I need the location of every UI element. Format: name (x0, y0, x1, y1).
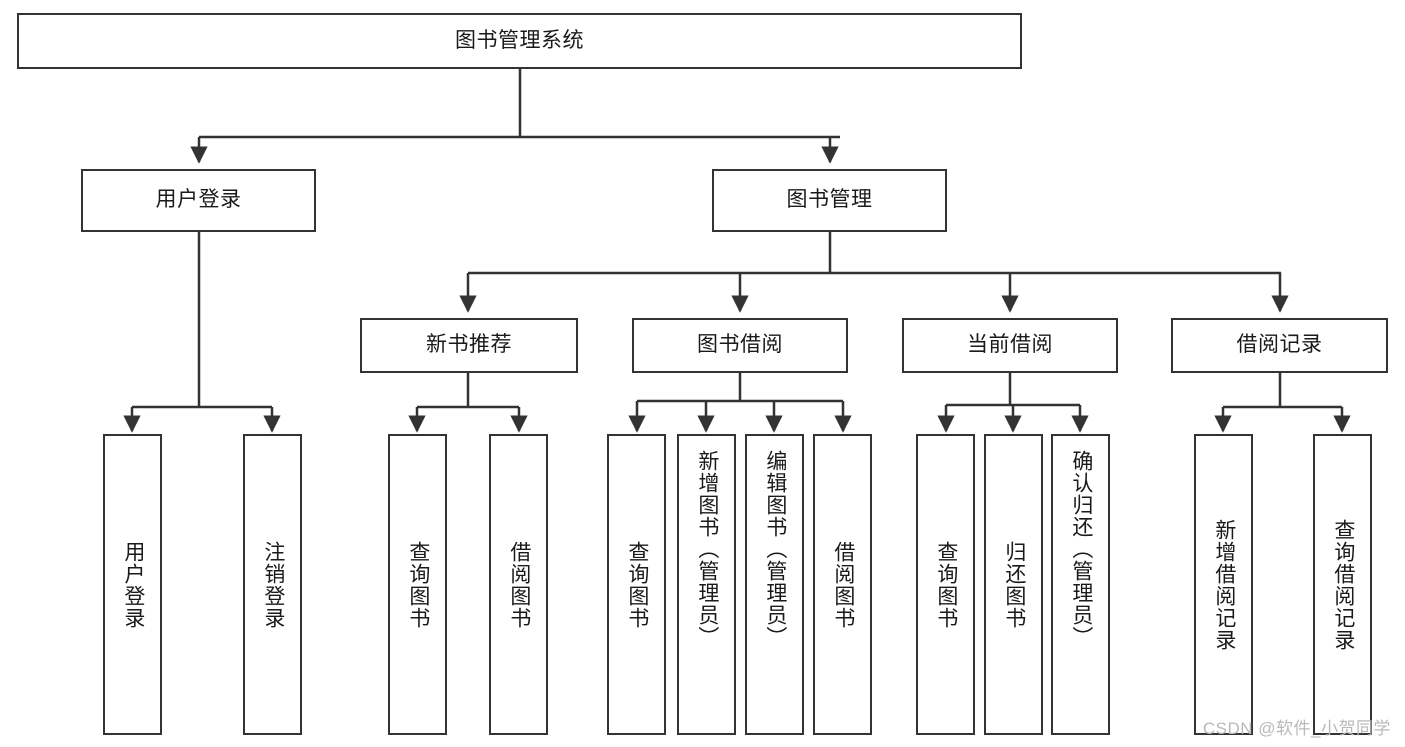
leaf-borrow-record-add[interactable]: 新增借阅记录 (1194, 434, 1253, 735)
leaf-user-login-logout[interactable]: 注销登录 (243, 434, 302, 735)
leaf-book-borrow-add-label: 新增图书（管理员） (695, 450, 719, 648)
node-root-label: 图书管理系统 (455, 28, 584, 52)
node-user-login-label: 用户登录 (155, 188, 242, 212)
leaf-current-borrow-return-label: 归还图书 (1002, 540, 1026, 629)
leaf-user-login-login[interactable]: 用户登录 (103, 434, 162, 735)
node-current-borrow-label: 当前借阅 (967, 333, 1053, 357)
leaf-current-borrow-confirm-label: 确认归还（管理员） (1069, 450, 1093, 648)
leaf-book-borrow-edit[interactable]: 编辑图书（管理员） (745, 434, 804, 735)
node-book-management-label: 图书管理 (786, 188, 873, 212)
node-book-borrow[interactable]: 图书借阅 (632, 318, 848, 373)
node-root[interactable]: 图书管理系统 (17, 13, 1022, 69)
leaf-book-borrow-query-label: 查询图书 (625, 540, 649, 629)
leaf-current-borrow-confirm[interactable]: 确认归还（管理员） (1051, 434, 1110, 735)
node-book-borrow-label: 图书借阅 (697, 333, 783, 357)
leaf-book-borrow-add[interactable]: 新增图书（管理员） (677, 434, 736, 735)
leaf-current-borrow-query-label: 查询图书 (934, 540, 958, 629)
node-current-borrow[interactable]: 当前借阅 (902, 318, 1118, 373)
node-user-login[interactable]: 用户登录 (81, 169, 316, 232)
leaf-current-borrow-return[interactable]: 归还图书 (984, 434, 1043, 735)
leaf-new-book-borrow-label: 借阅图书 (507, 540, 531, 629)
leaf-borrow-record-add-label: 新增借阅记录 (1212, 518, 1236, 651)
leaf-new-book-query[interactable]: 查询图书 (388, 434, 447, 735)
leaf-book-borrow-query[interactable]: 查询图书 (607, 434, 666, 735)
leaf-book-borrow-edit-label: 编辑图书（管理员） (763, 450, 787, 648)
csdn-watermark: CSDN @软件_小贺同学 (1202, 719, 1391, 738)
leaf-current-borrow-query[interactable]: 查询图书 (916, 434, 975, 735)
node-borrow-record[interactable]: 借阅记录 (1171, 318, 1388, 373)
leaf-new-book-query-label: 查询图书 (406, 540, 430, 629)
node-new-book-recommend[interactable]: 新书推荐 (360, 318, 578, 373)
leaf-user-login-logout-label: 注销登录 (261, 540, 285, 629)
node-new-book-recommend-label: 新书推荐 (426, 333, 512, 357)
leaf-borrow-record-query[interactable]: 查询借阅记录 (1313, 434, 1372, 735)
node-borrow-record-label: 借阅记录 (1236, 333, 1323, 357)
leaf-borrow-record-query-label: 查询借阅记录 (1331, 518, 1355, 651)
node-book-management[interactable]: 图书管理 (712, 169, 947, 232)
leaf-new-book-borrow[interactable]: 借阅图书 (489, 434, 548, 735)
leaf-book-borrow-borrow[interactable]: 借阅图书 (813, 434, 872, 735)
leaf-user-login-login-label: 用户登录 (121, 540, 145, 629)
leaf-book-borrow-borrow-label: 借阅图书 (831, 540, 855, 629)
